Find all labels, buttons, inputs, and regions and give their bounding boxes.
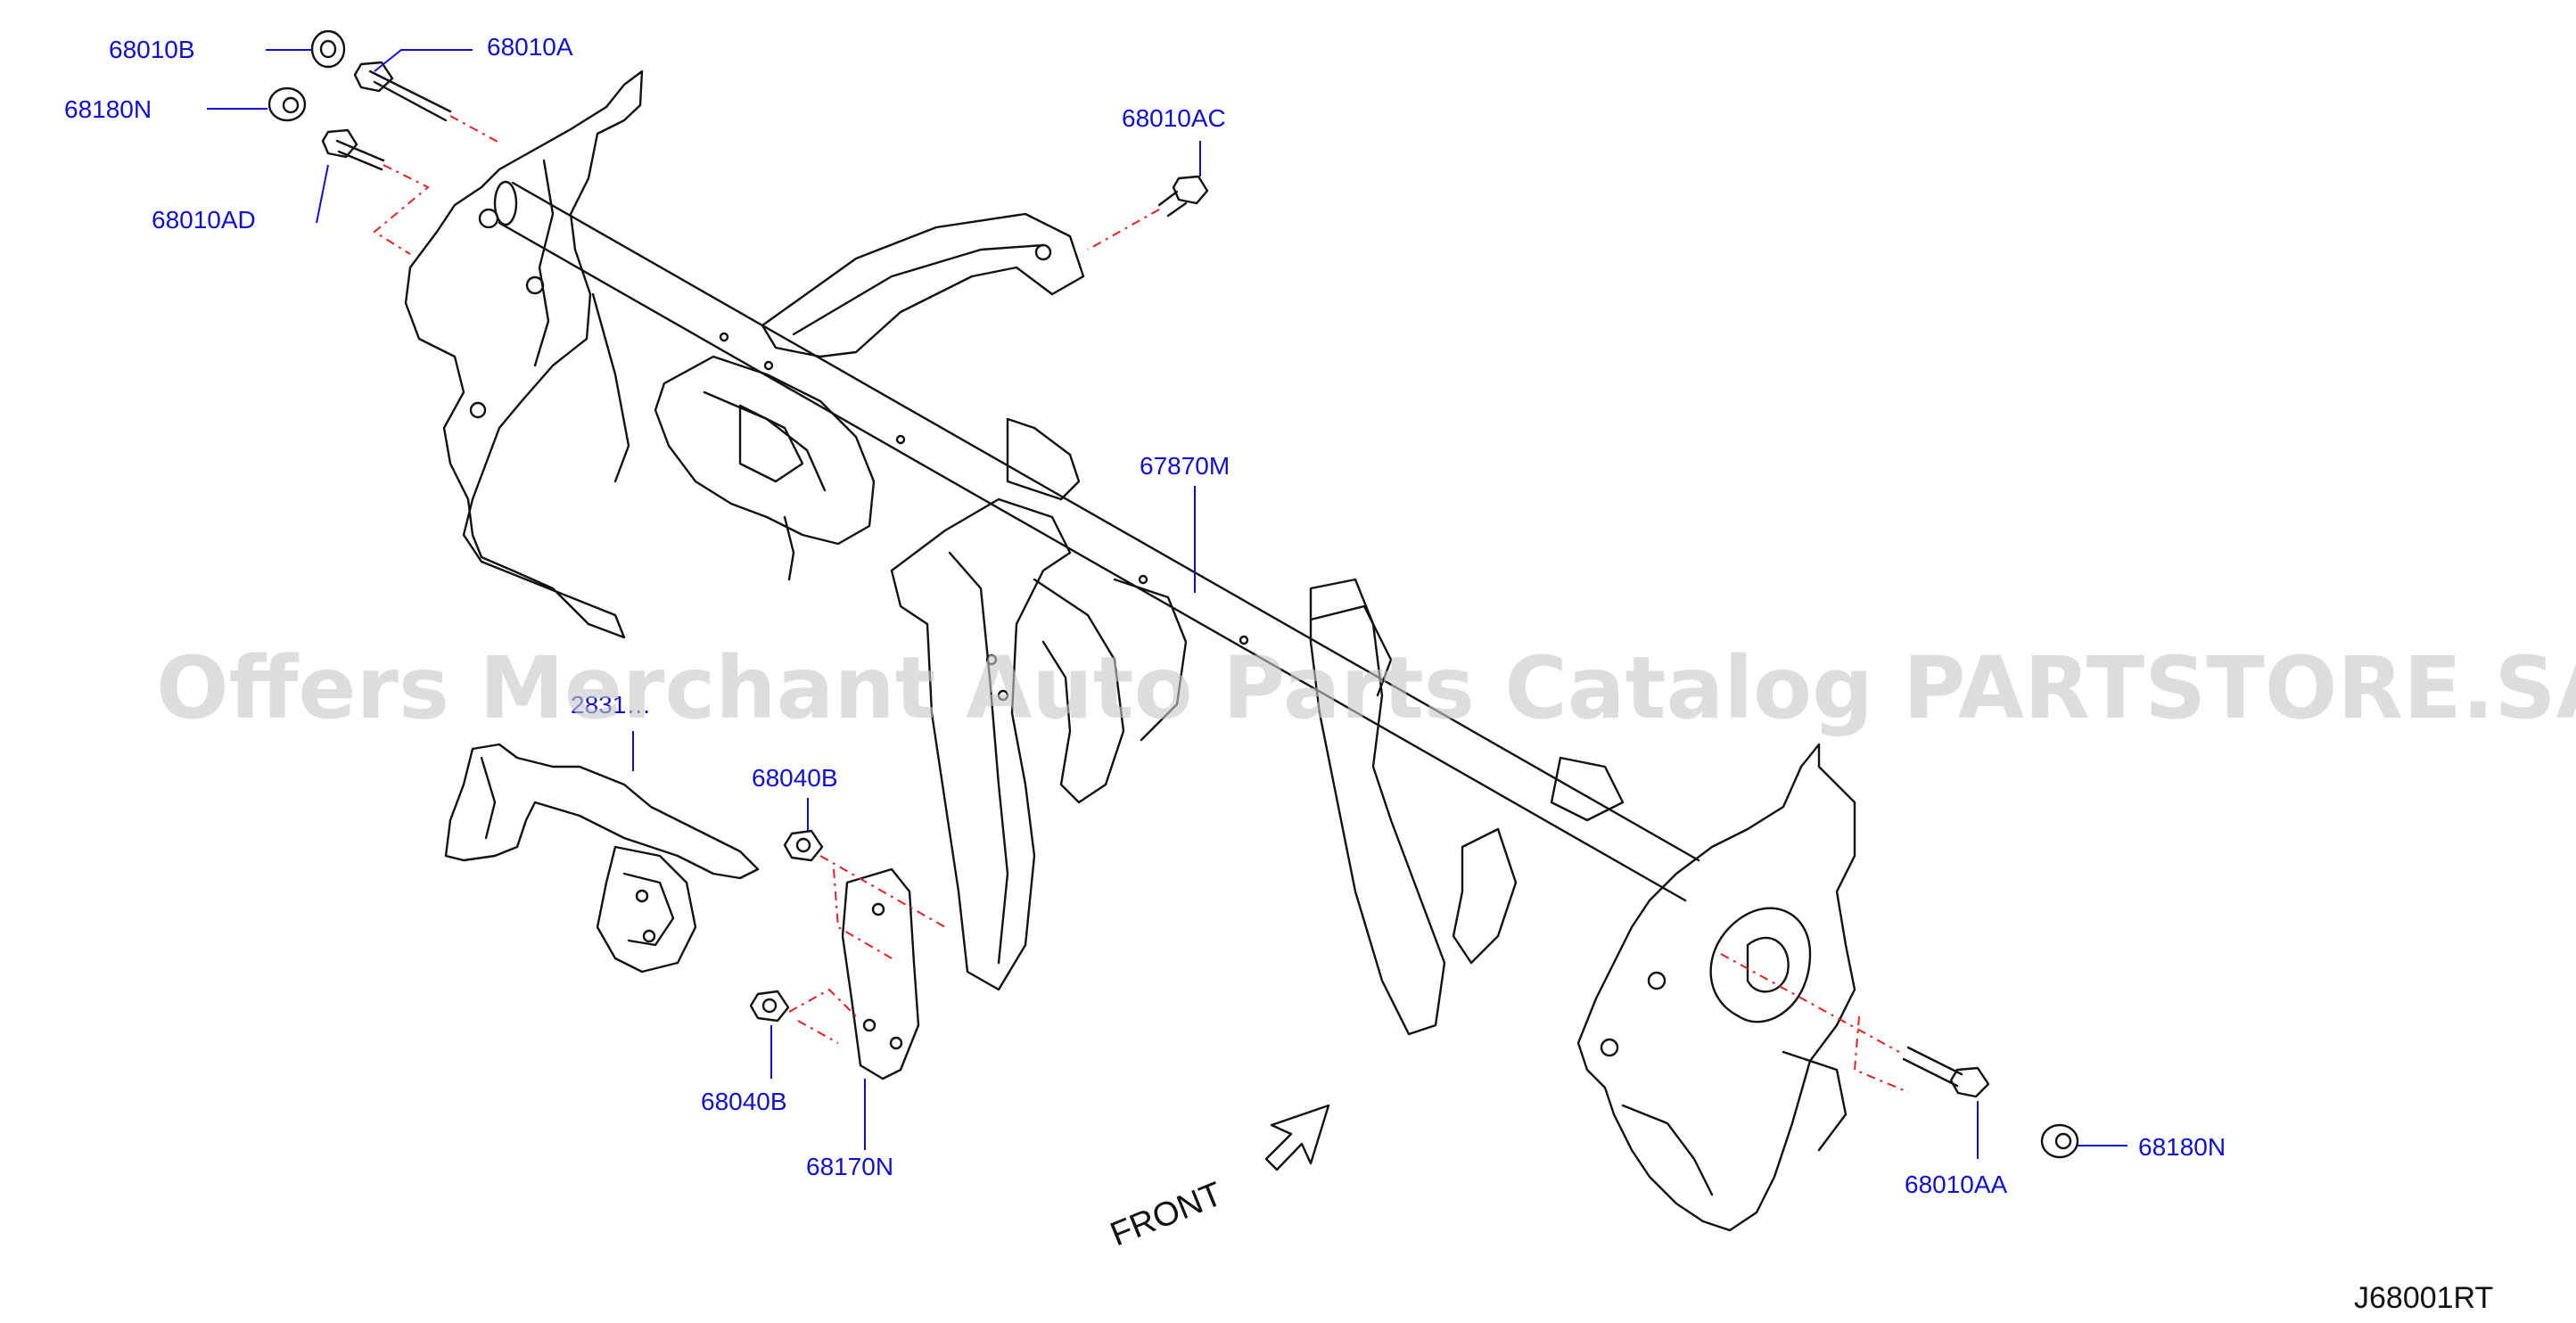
steering-member-beam[interactable]: [493, 180, 1700, 902]
front-label: FRONT: [1106, 1175, 1228, 1253]
nut-68010B[interactable]: [310, 29, 346, 69]
callout-68010AA[interactable]: 68010AA: [1905, 1171, 2008, 1198]
clip-68180N-right[interactable]: [2040, 1123, 2079, 1159]
bolt-68010A[interactable]: [353, 61, 452, 122]
clip-68180N-top[interactable]: [267, 86, 307, 122]
center-upper-bracket[interactable]: [761, 212, 1085, 358]
callout-68180N-right[interactable]: 68180N: [2138, 1133, 2226, 1161]
callout-68040B-bottom[interactable]: 68040B: [701, 1088, 787, 1115]
plate-68170N[interactable]: [841, 867, 920, 1081]
callout-67870M[interactable]: 67870M: [1140, 452, 1230, 480]
steering-column-support[interactable]: [654, 355, 876, 581]
leader-lines: [207, 49, 2127, 1159]
center-stay[interactable]: [890, 417, 1188, 991]
callout-68010A[interactable]: 68010A: [487, 33, 573, 61]
bolt-68010AD[interactable]: [321, 128, 385, 171]
left-side-bracket[interactable]: [404, 70, 644, 639]
callout-68180N-top[interactable]: 68180N: [64, 95, 152, 123]
nut-68040B-top[interactable]: [783, 829, 824, 862]
callout-68010AD[interactable]: 68010AD: [152, 206, 256, 234]
right-center-brace[interactable]: [1309, 578, 1625, 1036]
diagram-code: J68001RT: [2354, 1281, 2493, 1315]
callout-68010AC[interactable]: 68010AC: [1122, 104, 1226, 132]
bolt-68010AC[interactable]: [1157, 175, 1209, 218]
front-arrow-icon: [1264, 1104, 1330, 1171]
bracket-2831[interactable]: [444, 743, 760, 974]
callout-68040B-top[interactable]: 68040B: [752, 764, 838, 792]
alignment-lines: [373, 115, 1909, 1093]
bolt-68010AA[interactable]: [1902, 1046, 1990, 1098]
callout-2831[interactable]: 2831…: [571, 691, 651, 719]
watermark: Offers Merchant Auto Parts Catalog PARTS…: [156, 638, 2576, 738]
nut-68040B-bottom[interactable]: [749, 990, 790, 1023]
callout-68170N[interactable]: 68170N: [806, 1153, 893, 1180]
callout-68010B[interactable]: 68010B: [109, 36, 195, 63]
right-side-bracket[interactable]: [1576, 743, 1856, 1232]
